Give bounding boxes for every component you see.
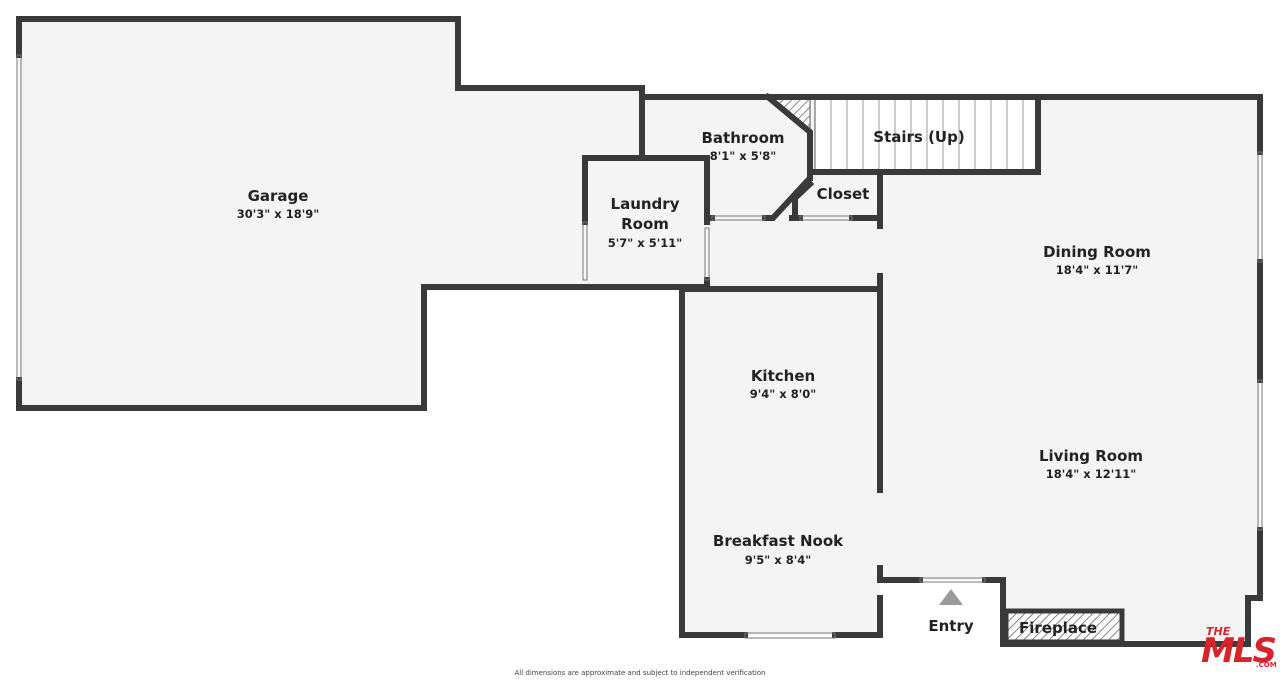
closet-label: Closet (817, 185, 870, 203)
entry-label: Entry (928, 617, 973, 635)
nook-label: Breakfast Nook (713, 532, 844, 550)
closet-wall (807, 94, 1041, 181)
fireplace-label: Fireplace (1019, 619, 1097, 637)
walls (16, 16, 1263, 647)
stairs-label: Stairs (Up) (873, 128, 964, 146)
stairs (814, 98, 1039, 171)
top-wall (639, 94, 1263, 155)
fireplace-box (1003, 608, 1125, 645)
dining-label: Dining Room (1043, 243, 1151, 261)
right-wall-low (982, 527, 1263, 647)
main-floor (585, 97, 1260, 640)
laundry-wall (582, 155, 710, 225)
kitchen-wall (832, 595, 883, 638)
living-dimensions: 18'4" x 12'11" (1046, 467, 1136, 481)
disclaimer-text: All dimensions are approximate and subje… (515, 669, 766, 677)
bathroom-dimensions: 8'1" x 5'8" (710, 149, 776, 163)
stair-treads (830, 99, 1024, 170)
laundry-dimensions: 5'7" x 5'11" (608, 236, 682, 250)
laundry-label-line1: Laundry (611, 195, 680, 213)
living-label: Living Room (1039, 447, 1143, 465)
nook-dimensions: 9'5" x 8'4" (745, 553, 811, 567)
logo-com: .COM (1256, 661, 1277, 669)
garage-dimensions: 30'3" x 18'9" (237, 207, 319, 221)
logo-the: THE (1206, 625, 1231, 638)
bathroom-label: Bathroom (701, 129, 784, 147)
garage-wall-lower (16, 284, 588, 411)
kitchen-label: Kitchen (751, 367, 815, 385)
kitchen-dimensions: 9'4" x 8'0" (750, 387, 816, 401)
dining-dimensions: 18'4" x 11'7" (1056, 263, 1138, 277)
logo-mls: MLS (1201, 631, 1275, 671)
windows (16, 54, 1263, 639)
garage-floor (19, 19, 640, 408)
laundry-label-line2: Room (621, 215, 669, 233)
garage-label: Garage (248, 187, 309, 205)
closet-left (792, 179, 815, 221)
entry-wall (877, 565, 923, 583)
mls-logo: THE MLS .COM (1201, 625, 1277, 671)
floor-areas (19, 19, 1260, 640)
entry-arrow-icon (939, 589, 963, 605)
